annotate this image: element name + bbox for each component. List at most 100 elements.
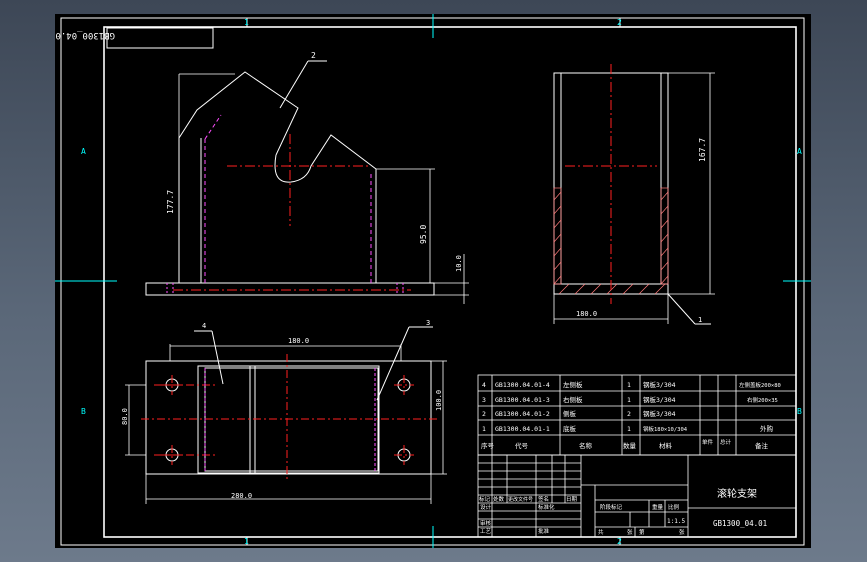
balloon-2-leader	[279, 60, 309, 109]
dim-plan-width: 180.0	[288, 337, 309, 345]
tb-label-signature: 签名	[538, 495, 549, 503]
bom-row-1-note: 外购	[760, 424, 774, 433]
tb-label-review: 审核	[480, 519, 492, 527]
zone-left-a: A	[81, 147, 86, 156]
tb-label-scale: 比例	[668, 503, 680, 511]
centering-marks	[55, 14, 811, 548]
front-bracket-left	[178, 71, 299, 283]
dim-side-height: 167.7	[698, 138, 707, 162]
front-bracket-right	[274, 134, 377, 283]
bom-row-1-qty: 1	[627, 425, 631, 433]
bom-row-2-no: 2	[482, 410, 486, 418]
zone-top-2: 2	[617, 18, 622, 27]
balloon-front: 2	[311, 51, 316, 60]
tb-scale-value: 1:1.5	[667, 518, 685, 525]
plan-holes	[165, 378, 411, 462]
front-hidden-lines	[204, 114, 372, 283]
bom-header-name: 名称	[579, 441, 593, 450]
dim-front-height: 177.7	[166, 190, 175, 214]
tb-label-total: 共	[598, 528, 604, 536]
dim-plan-hole-pitch: 80.0	[121, 408, 129, 425]
balloon-plan-left: 4	[202, 322, 206, 330]
bom-row-4-code: GB1300.04.01-4	[495, 381, 550, 389]
title-number-box	[106, 27, 214, 49]
dim-plan-length: 280.0	[231, 492, 252, 500]
plan-base-outline	[145, 360, 432, 475]
tb-label-change-doc: 更改文件号	[508, 496, 533, 503]
title-block: 标记 处数 更改文件号 签名 日期 设计 标准化 审核 工艺 批准 阶段标记 重…	[477, 454, 797, 538]
side-view: 167.7 180.0 1	[553, 64, 715, 325]
bom-row-3-code: GB1300.04.01-3	[495, 396, 550, 404]
zone-labels: 1 2 1 2 A B A B	[81, 18, 802, 546]
bom-row-2-name: 侧板	[563, 409, 577, 418]
bom-row-4-name: 左侧板	[563, 380, 583, 389]
bom-header-note: 备注	[755, 441, 769, 450]
outer-frame	[60, 17, 805, 546]
bom-row-4-qty: 1	[627, 381, 631, 389]
drawing-canvas: 1 2 1 2 A B A B GB1300_04.01	[55, 14, 811, 548]
balloon-4-leader	[211, 330, 224, 385]
side-hatching	[553, 187, 669, 295]
bom-row-1-code: GB1300.04.01-1	[495, 425, 550, 433]
tb-label-design: 设计	[480, 503, 492, 511]
bom-row-1-no: 1	[482, 425, 486, 433]
plan-hidden-lines	[204, 368, 376, 471]
front-plate-holes	[166, 283, 404, 295]
front-view: 177.7 95.0 10.0 2	[145, 51, 469, 304]
bom-table: 4 GB1300.04.01-4 左侧板 1 钢板3/304 左侧盖板200×8…	[477, 374, 797, 456]
side-center-lines	[565, 64, 657, 304]
bom-header-code: 代号	[515, 441, 529, 450]
bom-header-no: 序号	[481, 441, 495, 450]
front-center-lines	[173, 134, 411, 291]
tb-label-no: 第	[639, 528, 645, 536]
bom-row-3-no: 3	[482, 396, 486, 404]
plan-dimension-lines	[125, 344, 447, 504]
plan-view: 180.0 280.0 100.0 80.0 4 3	[121, 319, 447, 504]
front-base-plate	[145, 282, 435, 296]
balloon-side: 1	[698, 316, 702, 324]
tb-label-sheet-2: 张	[679, 528, 685, 536]
tb-label-sheet-1: 张	[627, 528, 633, 536]
plan-center-lines	[141, 354, 437, 482]
bom-row-4-note: 左侧盖板200×80	[739, 381, 781, 389]
dim-side-width: 180.0	[576, 310, 597, 318]
bom-header-unit: 单件	[702, 438, 714, 446]
tb-label-stage: 阶段标记	[600, 503, 623, 511]
tb-drawing-no: GB1300_04.01	[713, 519, 767, 528]
bom-row-3-qty: 1	[627, 396, 631, 404]
side-dimension-lines	[553, 72, 715, 324]
bom-row-4-material: 钢板3/304	[643, 380, 676, 389]
bom-header-total: 总计	[720, 438, 732, 446]
tb-label-count: 处数	[493, 495, 505, 503]
zone-bottom-2: 2	[617, 537, 622, 546]
balloon-plan-right: 3	[426, 319, 430, 327]
cad-viewport[interactable]: 1 2 1 2 A B A B GB1300_04.01	[55, 14, 811, 548]
zone-left-b: B	[81, 407, 86, 416]
bom-row-3-name: 右侧板	[563, 395, 583, 404]
zone-right-b: B	[797, 407, 802, 416]
bom-row-1-material: 钢板180×10/304	[643, 425, 688, 433]
balloon-3-leader	[376, 326, 410, 401]
balloon-1-leader	[667, 293, 696, 325]
tb-label-date: 日期	[566, 496, 578, 503]
bom-row-2-code: GB1300.04.01-2	[495, 410, 550, 418]
tb-label-weight: 重量	[652, 503, 664, 511]
dim-front-plate: 10.0	[455, 255, 463, 272]
dim-front-mid: 95.0	[419, 225, 428, 244]
zone-bottom-1: 1	[244, 537, 249, 546]
tb-label-process: 工艺	[480, 528, 492, 535]
zone-ticks	[61, 18, 804, 545]
bom-row-3-note: 右侧200×35	[747, 396, 778, 404]
bom-header-qty: 数量	[623, 441, 637, 450]
bom-row-4-no: 4	[482, 381, 486, 389]
zone-top-1: 1	[244, 18, 249, 27]
tb-label-mark: 标记	[479, 495, 491, 503]
tb-part-name: 滚轮支架	[717, 487, 757, 500]
tb-label-approve: 批准	[538, 527, 550, 535]
bom-row-2-qty: 2	[627, 410, 631, 418]
bom-row-2-material: 钢板3/304	[643, 409, 676, 418]
plan-bracket-outline	[197, 365, 380, 474]
inner-frame	[103, 26, 797, 538]
bom-row-1-name: 底板	[563, 424, 577, 433]
title-number-inverted: GB1300_04.01	[55, 30, 115, 40]
